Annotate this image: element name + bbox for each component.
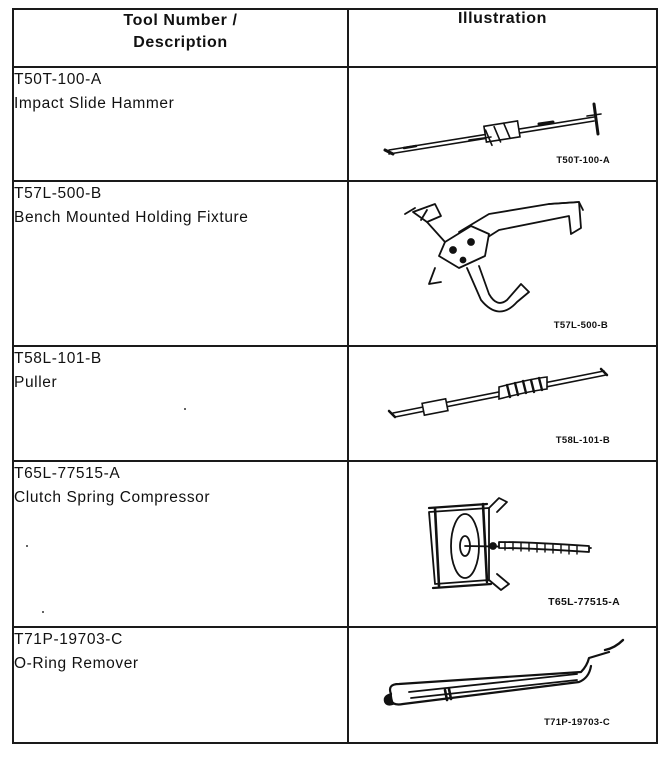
tool-number: T50T-100-A — [14, 71, 102, 88]
scan-speck — [42, 611, 44, 613]
tool-description: Bench Mounted Holding Fixture — [14, 209, 249, 226]
header-tool-number-description: Tool Number / Description — [12, 8, 349, 68]
tool-illustration-cell: T50T-100-A — [347, 66, 658, 182]
tool-description: Clutch Spring Compressor — [14, 489, 211, 506]
scan-speck — [184, 408, 186, 410]
tool-number: T58L-101-B — [14, 350, 102, 367]
spring-compressor-icon — [427, 497, 592, 591]
tool-illustration-cell: T57L-500-B — [347, 180, 658, 347]
header-line-2: Description — [133, 34, 228, 51]
scan-speck — [26, 545, 28, 547]
table-row: T50T-100-A Impact Slide Hammer — [12, 66, 658, 182]
tool-description: Impact Slide Hammer — [14, 95, 175, 112]
special-tools-table: Tool Number / Description Illustration T… — [12, 8, 658, 744]
tool-illustration-cell: T58L-101-B — [347, 345, 658, 462]
table-row: T65L-77515-A Clutch Spring Compressor — [12, 460, 658, 628]
table-row: T71P-19703-C O-Ring Remover T71P-19703- — [12, 626, 658, 744]
holding-fixture-icon — [404, 201, 584, 313]
slide-hammer-icon — [383, 102, 602, 156]
tool-description-cell: T71P-19703-C O-Ring Remover — [12, 626, 349, 744]
tool-number: T57L-500-B — [14, 185, 102, 202]
illustration-caption: T50T-100-A — [556, 155, 610, 166]
header-line-1: Tool Number / — [123, 12, 238, 29]
tool-number: T71P-19703-C — [14, 631, 123, 648]
illustration-caption: T57L-500-B — [553, 320, 608, 331]
tool-description-cell: T50T-100-A Impact Slide Hammer — [12, 66, 349, 182]
illustration-caption: T58L-101-B — [555, 435, 610, 446]
illustration-caption: T71P-19703-C — [544, 717, 610, 728]
tool-illustration-cell: T65L-77515-A — [347, 460, 658, 628]
illustration-caption: T65L-77515-A — [548, 596, 620, 608]
table-row: T58L-101-B Puller T58L-101-B — [12, 345, 658, 462]
puller-icon — [387, 367, 609, 419]
o-ring-remover-icon — [383, 638, 625, 706]
tool-description: O-Ring Remover — [14, 655, 139, 672]
table-row: T57L-500-B Bench Mounted Holding Fixture — [12, 180, 658, 347]
tool-number: T65L-77515-A — [14, 465, 121, 482]
header-illustration: Illustration — [347, 8, 658, 68]
tool-description-cell: T58L-101-B Puller — [12, 345, 349, 462]
tool-description-cell: T57L-500-B Bench Mounted Holding Fixture — [12, 180, 349, 347]
tool-description-cell: T65L-77515-A Clutch Spring Compressor — [12, 460, 349, 628]
tool-illustration-cell: T71P-19703-C — [347, 626, 658, 744]
table-header-row: Tool Number / Description Illustration — [12, 8, 658, 68]
tool-description: Puller — [14, 374, 58, 391]
